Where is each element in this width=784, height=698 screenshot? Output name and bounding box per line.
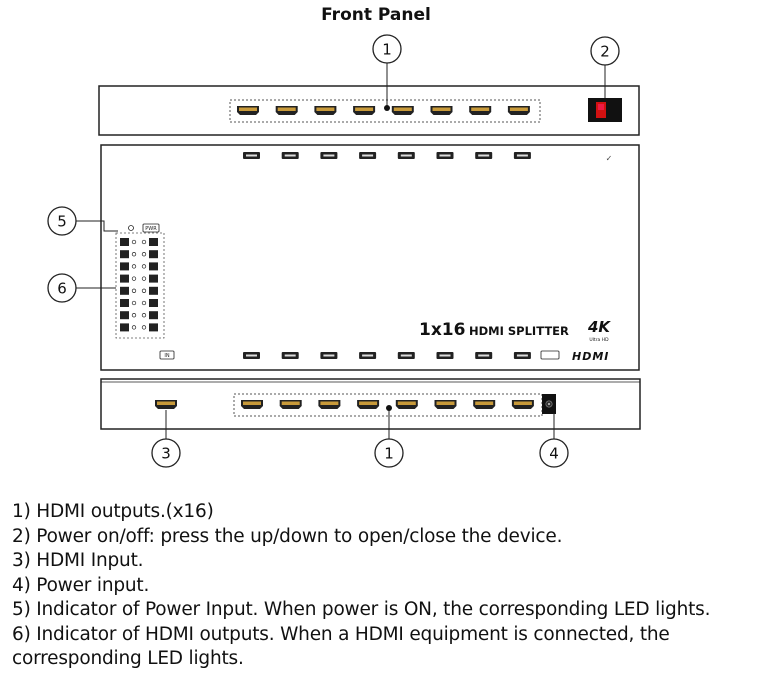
hdmi-output-port [430, 106, 453, 115]
hdmi-output-port [511, 400, 534, 409]
power-led: PWR [128, 223, 160, 233]
output-led [141, 274, 158, 283]
hdmi-output-port [391, 106, 414, 115]
badge-4k-sub: Ultra HD [589, 337, 609, 343]
product-name: 1x16 [419, 320, 465, 340]
hdmi-output-port [275, 106, 298, 115]
callout-number: 3 [161, 445, 171, 463]
output-led [120, 274, 137, 283]
top-face-panel: ✓ PWR IN 1x16 HDMI SPLITTER 4K Ultra HD … [100, 144, 640, 371]
check-icon: ✓ [606, 154, 613, 163]
hdmi-output-port [507, 106, 530, 115]
callout-number: 6 [57, 280, 67, 298]
output-led-grid [120, 238, 158, 332]
legend-item-4: 4) Power input. [12, 574, 150, 596]
callout-number: 1 [382, 41, 392, 59]
output-led [141, 299, 158, 307]
output-led [120, 238, 137, 246]
hdmi-output-port [395, 400, 418, 409]
hdmi-output-port [314, 106, 337, 115]
output-labels-top-row [243, 152, 531, 159]
output-led [120, 311, 137, 320]
hdmi-logo: HDMI [572, 350, 609, 363]
dc-label [540, 350, 560, 360]
legend-item-1: 1) HDMI outputs.(x16) [12, 501, 214, 522]
output-led [141, 323, 158, 332]
badge-4k: 4K [587, 318, 611, 336]
hdmi-output-port [237, 106, 259, 115]
top-panel [98, 85, 640, 136]
input-label [159, 350, 175, 360]
callout-4: 4 [539, 438, 569, 468]
callout-6: 6 [47, 273, 77, 303]
hdmi-output-port [241, 400, 263, 409]
hdmi-output-port [434, 400, 457, 409]
output-led [120, 262, 137, 271]
svg-text:PWR: PWR [145, 226, 157, 232]
output-led [141, 311, 158, 320]
bottom-output-ports [241, 400, 534, 409]
bottom-panel [100, 378, 641, 430]
output-led [120, 286, 137, 295]
diagram-title: Front Panel [321, 5, 431, 25]
hdmi-output-port [353, 106, 376, 115]
callout-number: 4 [549, 445, 559, 463]
legend-item-2: 2) Power on/off: press the up/down to op… [12, 525, 563, 547]
hdmi-output-port [357, 400, 380, 409]
dc-power-jack [542, 394, 556, 414]
callout-1: 1 [374, 438, 404, 468]
hdmi-output-port [469, 106, 492, 115]
output-led [141, 286, 158, 295]
power-switch [588, 98, 622, 122]
top-output-ports [237, 106, 530, 115]
hdmi-input-connector [155, 400, 177, 409]
legend-item-6: 6) Indicator of HDMI outputs. When a HDM… [12, 623, 670, 670]
callout-1: 1 [372, 34, 402, 64]
callout-number: 1 [384, 445, 394, 463]
output-led [141, 262, 158, 271]
output-led [120, 323, 137, 332]
output-led [120, 250, 137, 259]
legend-item-5: 5) Indicator of Power Input. When power … [12, 599, 711, 620]
callout-5: 5 [47, 206, 77, 236]
leader-lines [76, 63, 606, 440]
hdmi-output-port [279, 400, 302, 409]
product-subtitle: HDMI SPLITTER [469, 324, 569, 338]
hdmi-input-port [155, 400, 177, 409]
output-led [141, 250, 158, 259]
callout-number: 2 [600, 43, 610, 61]
legend-item-3: 3) HDMI Input. [12, 550, 144, 571]
output-led [120, 299, 137, 307]
callout-number: 5 [57, 213, 67, 231]
callout-group: 1 2 5 6 3 1 4 [47, 34, 620, 468]
callout-3: 3 [151, 438, 181, 468]
legend: 1) HDMI outputs.(x16) 2) Power on/off: p… [12, 500, 782, 672]
callout-2: 2 [590, 36, 620, 66]
hdmi-output-port [318, 400, 341, 409]
hdmi-output-port [473, 400, 496, 409]
output-labels-bottom-row [243, 352, 531, 359]
svg-text:IN: IN [164, 353, 169, 359]
product-diagram: Front Panel ✓ PWR IN 1x16 [47, 5, 641, 468]
output-led [141, 238, 158, 246]
